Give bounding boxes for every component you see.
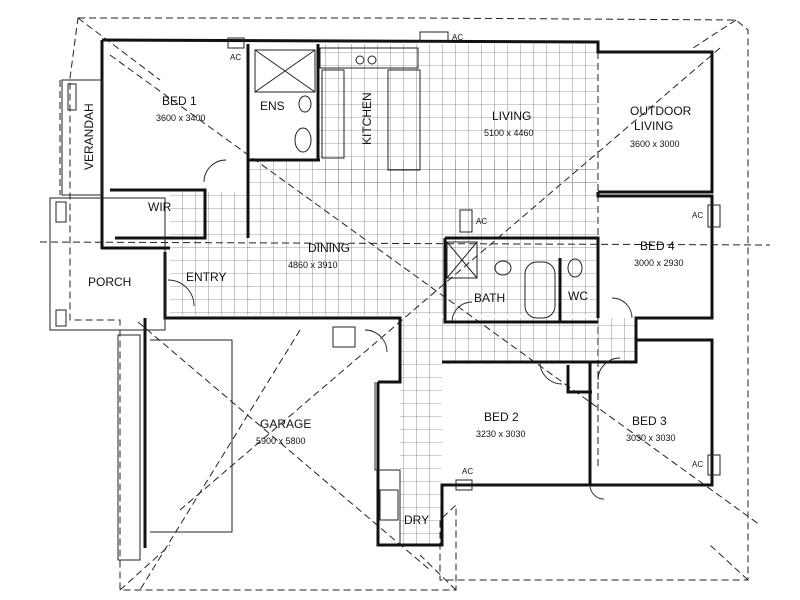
garage-dims: 5900 x 5800 [256, 436, 306, 446]
bed3-label: BED 3 [632, 414, 667, 428]
ac-label-dining: AC [476, 217, 487, 226]
tiled-floor [170, 44, 635, 545]
kitchen-label: KITCHEN [360, 92, 374, 145]
ac-unit-bed2-icon [455, 479, 473, 491]
outdoor-label-line2: LIVING [634, 119, 673, 133]
wir-label: WIR [148, 200, 172, 214]
ens-label: ENS [260, 99, 285, 113]
ac-label-bed1: AC [230, 53, 241, 62]
bath-label: BATH [474, 291, 505, 305]
door-swings [167, 159, 633, 500]
dining-dims: 4860 x 3910 [288, 260, 338, 270]
porch-label: PORCH [88, 275, 131, 289]
dry-label: DRY [404, 513, 429, 527]
bed2-dims: 3230 x 3030 [476, 429, 526, 439]
ac-unit-bed3-icon [707, 454, 721, 476]
bed3-dims: 3030 x 3030 [626, 433, 676, 443]
ac-units: AC AC AC AC AC AC [227, 31, 721, 491]
bed4-dims: 3000 x 2930 [634, 258, 684, 268]
outdoor-dims: 3600 x 3000 [630, 139, 680, 149]
ac-unit-dining-icon [459, 209, 473, 233]
ac-unit-bed1-icon [227, 37, 245, 49]
verandah-label: VERANDAH [82, 103, 96, 170]
ac-label-bed3: AC [692, 460, 703, 469]
living-label: LIVING [492, 109, 531, 123]
ac-label-bed2: AC [462, 467, 473, 476]
ac-label-bed4: AC [692, 211, 703, 220]
room-labels: BED 1 3600 x 3400 ENS KITCHEN LIVING 510… [82, 92, 692, 527]
living-dims: 5100 x 4460 [484, 128, 534, 138]
ac-label-living: AC [452, 33, 463, 42]
garage-label: GARAGE [260, 417, 311, 431]
outdoor-label-line1: OUTDOOR [630, 104, 692, 118]
verandah-porch [49, 79, 166, 331]
bed1-dims: 3600 x 3400 [156, 113, 206, 123]
bed1-label: BED 1 [162, 94, 197, 108]
dining-label: DINING [308, 241, 350, 255]
fixtures [254, 47, 583, 521]
bed2-label: BED 2 [484, 410, 519, 424]
wc-label: WC [568, 289, 588, 303]
bed4-label: BED 4 [640, 239, 675, 253]
garage-outline [117, 334, 401, 561]
ac-unit-living-icon [419, 31, 449, 43]
ac-unit-bed4-icon [707, 204, 721, 228]
entry-label: ENTRY [186, 270, 226, 284]
